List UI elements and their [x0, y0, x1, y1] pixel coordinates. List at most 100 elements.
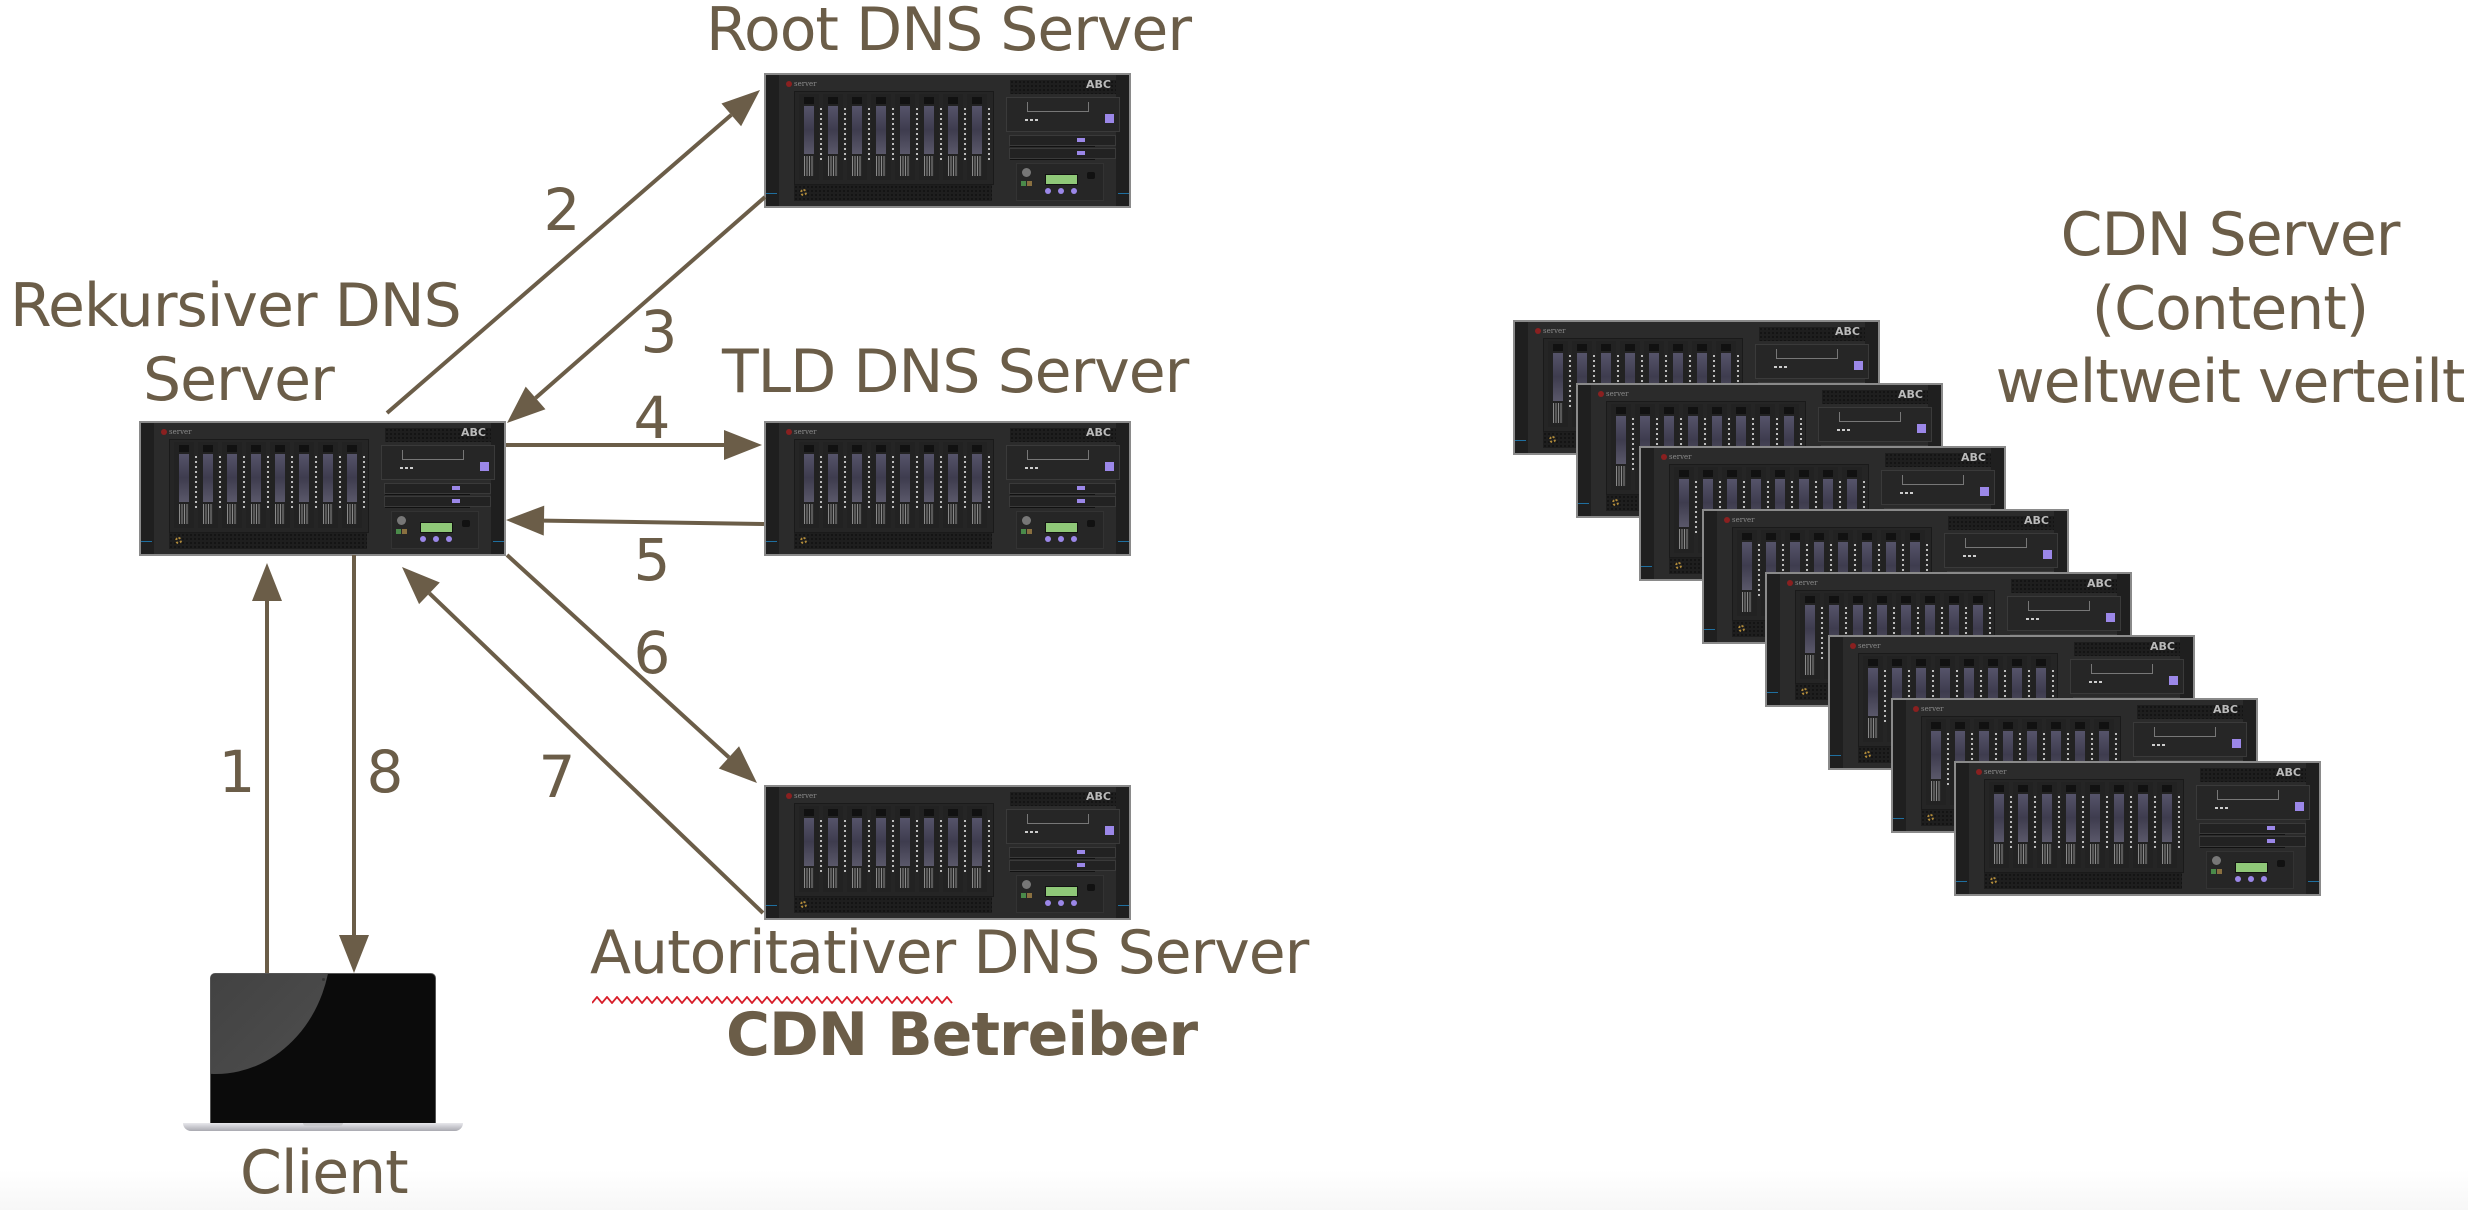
drive-bay: [823, 94, 846, 180]
arrow-step-5: [543, 518, 765, 526]
server-brand-logo: server: [1913, 705, 1944, 713]
rack-ear-left: [1956, 763, 1969, 894]
control-panel: [2206, 851, 2294, 889]
drive-bay: [799, 442, 822, 528]
tape-drive: [2007, 596, 2121, 631]
arrowhead-step-7: [402, 567, 440, 605]
rack-ear-left: [141, 423, 154, 554]
fan-icon: [1738, 625, 1745, 632]
server-badge: ABC: [1961, 451, 1986, 464]
rack-ear-left: [766, 787, 779, 918]
tape-drive: [2196, 785, 2310, 820]
server-badge: ABC: [1898, 388, 1923, 401]
arrow-step-2: [385, 113, 733, 415]
tape-drive: [1818, 407, 1932, 442]
fan-icon: [1675, 562, 1682, 569]
server-badge: ABC: [461, 426, 486, 439]
server-badge: ABC: [2024, 514, 2049, 527]
server-badge: ABC: [2150, 640, 2175, 653]
lcd-display: [420, 522, 453, 533]
step-label-7: 7: [538, 743, 576, 811]
drive-bay: [342, 442, 365, 528]
tape-drive: [2070, 659, 2184, 694]
server-brand-logo: server: [1661, 453, 1692, 461]
drive-bay: [871, 94, 894, 180]
drive-bay: [2037, 782, 2060, 868]
arrow-step-3: [534, 195, 767, 400]
drive-bays: [794, 439, 994, 533]
drive-bay: [895, 442, 918, 528]
vent-grille: [169, 533, 367, 549]
step-label-8: 8: [366, 738, 404, 806]
step-label-4: 4: [633, 384, 671, 452]
drive-bay: [943, 94, 966, 180]
server-brand-logo: server: [786, 792, 817, 800]
drive-bay: [967, 806, 990, 892]
control-panel: [1016, 875, 1104, 913]
arrowhead-step-6: [718, 746, 757, 783]
drive-bays: [794, 803, 994, 897]
client-label: Client: [240, 1138, 409, 1208]
server-brand-logo: server: [1724, 516, 1755, 524]
step-label-5: 5: [633, 526, 671, 594]
cdn-server-label-line1: CDN Server: [2060, 200, 2401, 270]
cdn-server-label-line3: weltweit verteilt: [1995, 347, 2466, 417]
server-badge: ABC: [1835, 325, 1860, 338]
rack-ear-left: [1767, 574, 1780, 705]
drive-bay: [318, 442, 341, 528]
fan-icon: [1927, 814, 1934, 821]
vent-grille: [794, 185, 992, 201]
drive-bay: [174, 442, 197, 528]
drive-bay: [2061, 782, 2084, 868]
cdn-server-label-line2: (Content): [2091, 274, 2369, 344]
drive-bay: [2133, 782, 2156, 868]
optical-drive: [1009, 148, 1116, 160]
drive-bay: [270, 442, 293, 528]
fan-icon: [175, 537, 182, 544]
drive-bay: [1863, 656, 1886, 742]
vent-grille-top: [1885, 453, 1991, 467]
drive-bay: [823, 442, 846, 528]
drive-bay: [943, 806, 966, 892]
fan-icon: [800, 189, 807, 196]
vent-grille: [794, 533, 992, 549]
vent-grille-top: [1010, 792, 1116, 806]
vent-grille-top: [1822, 390, 1928, 404]
recursive-server-label-line1: Rekursiver DNS: [10, 271, 462, 341]
lcd-display: [1045, 174, 1078, 185]
arrowhead-step-1: [252, 563, 282, 601]
webcam-icon: [322, 978, 325, 981]
drive-bay: [1926, 719, 1949, 805]
server-brand-logo: server: [1850, 642, 1881, 650]
drive-bay: [222, 442, 245, 528]
tld-server-label: TLD DNS Server: [722, 337, 1189, 407]
vent-grille-top: [1010, 428, 1116, 442]
laptop-base: [183, 1123, 463, 1131]
drive-bay: [967, 94, 990, 180]
drive-bay: [294, 442, 317, 528]
tape-drive: [1944, 533, 2058, 568]
step-label-3: 3: [640, 298, 678, 366]
drive-bay: [847, 806, 870, 892]
drive-bays: [169, 439, 369, 533]
step-label-1: 1: [218, 738, 256, 806]
tape-drive: [381, 445, 495, 480]
server-badge: ABC: [2087, 577, 2112, 590]
authoritative-server-label: Autoritativer DNS Server: [590, 923, 1309, 983]
arrowhead-step-2: [721, 90, 760, 127]
arrow-step-6: [505, 553, 731, 759]
drive-bays: [1984, 779, 2184, 873]
server-badge: ABC: [1086, 78, 1111, 91]
vent-grille-top: [2200, 768, 2306, 782]
step-label-6: 6: [633, 619, 671, 687]
root-server-label: Root DNS Server: [706, 0, 1192, 65]
vent-grille-top: [1948, 516, 2054, 530]
spellcheck-underline: [592, 996, 953, 1004]
drive-bay: [198, 442, 221, 528]
